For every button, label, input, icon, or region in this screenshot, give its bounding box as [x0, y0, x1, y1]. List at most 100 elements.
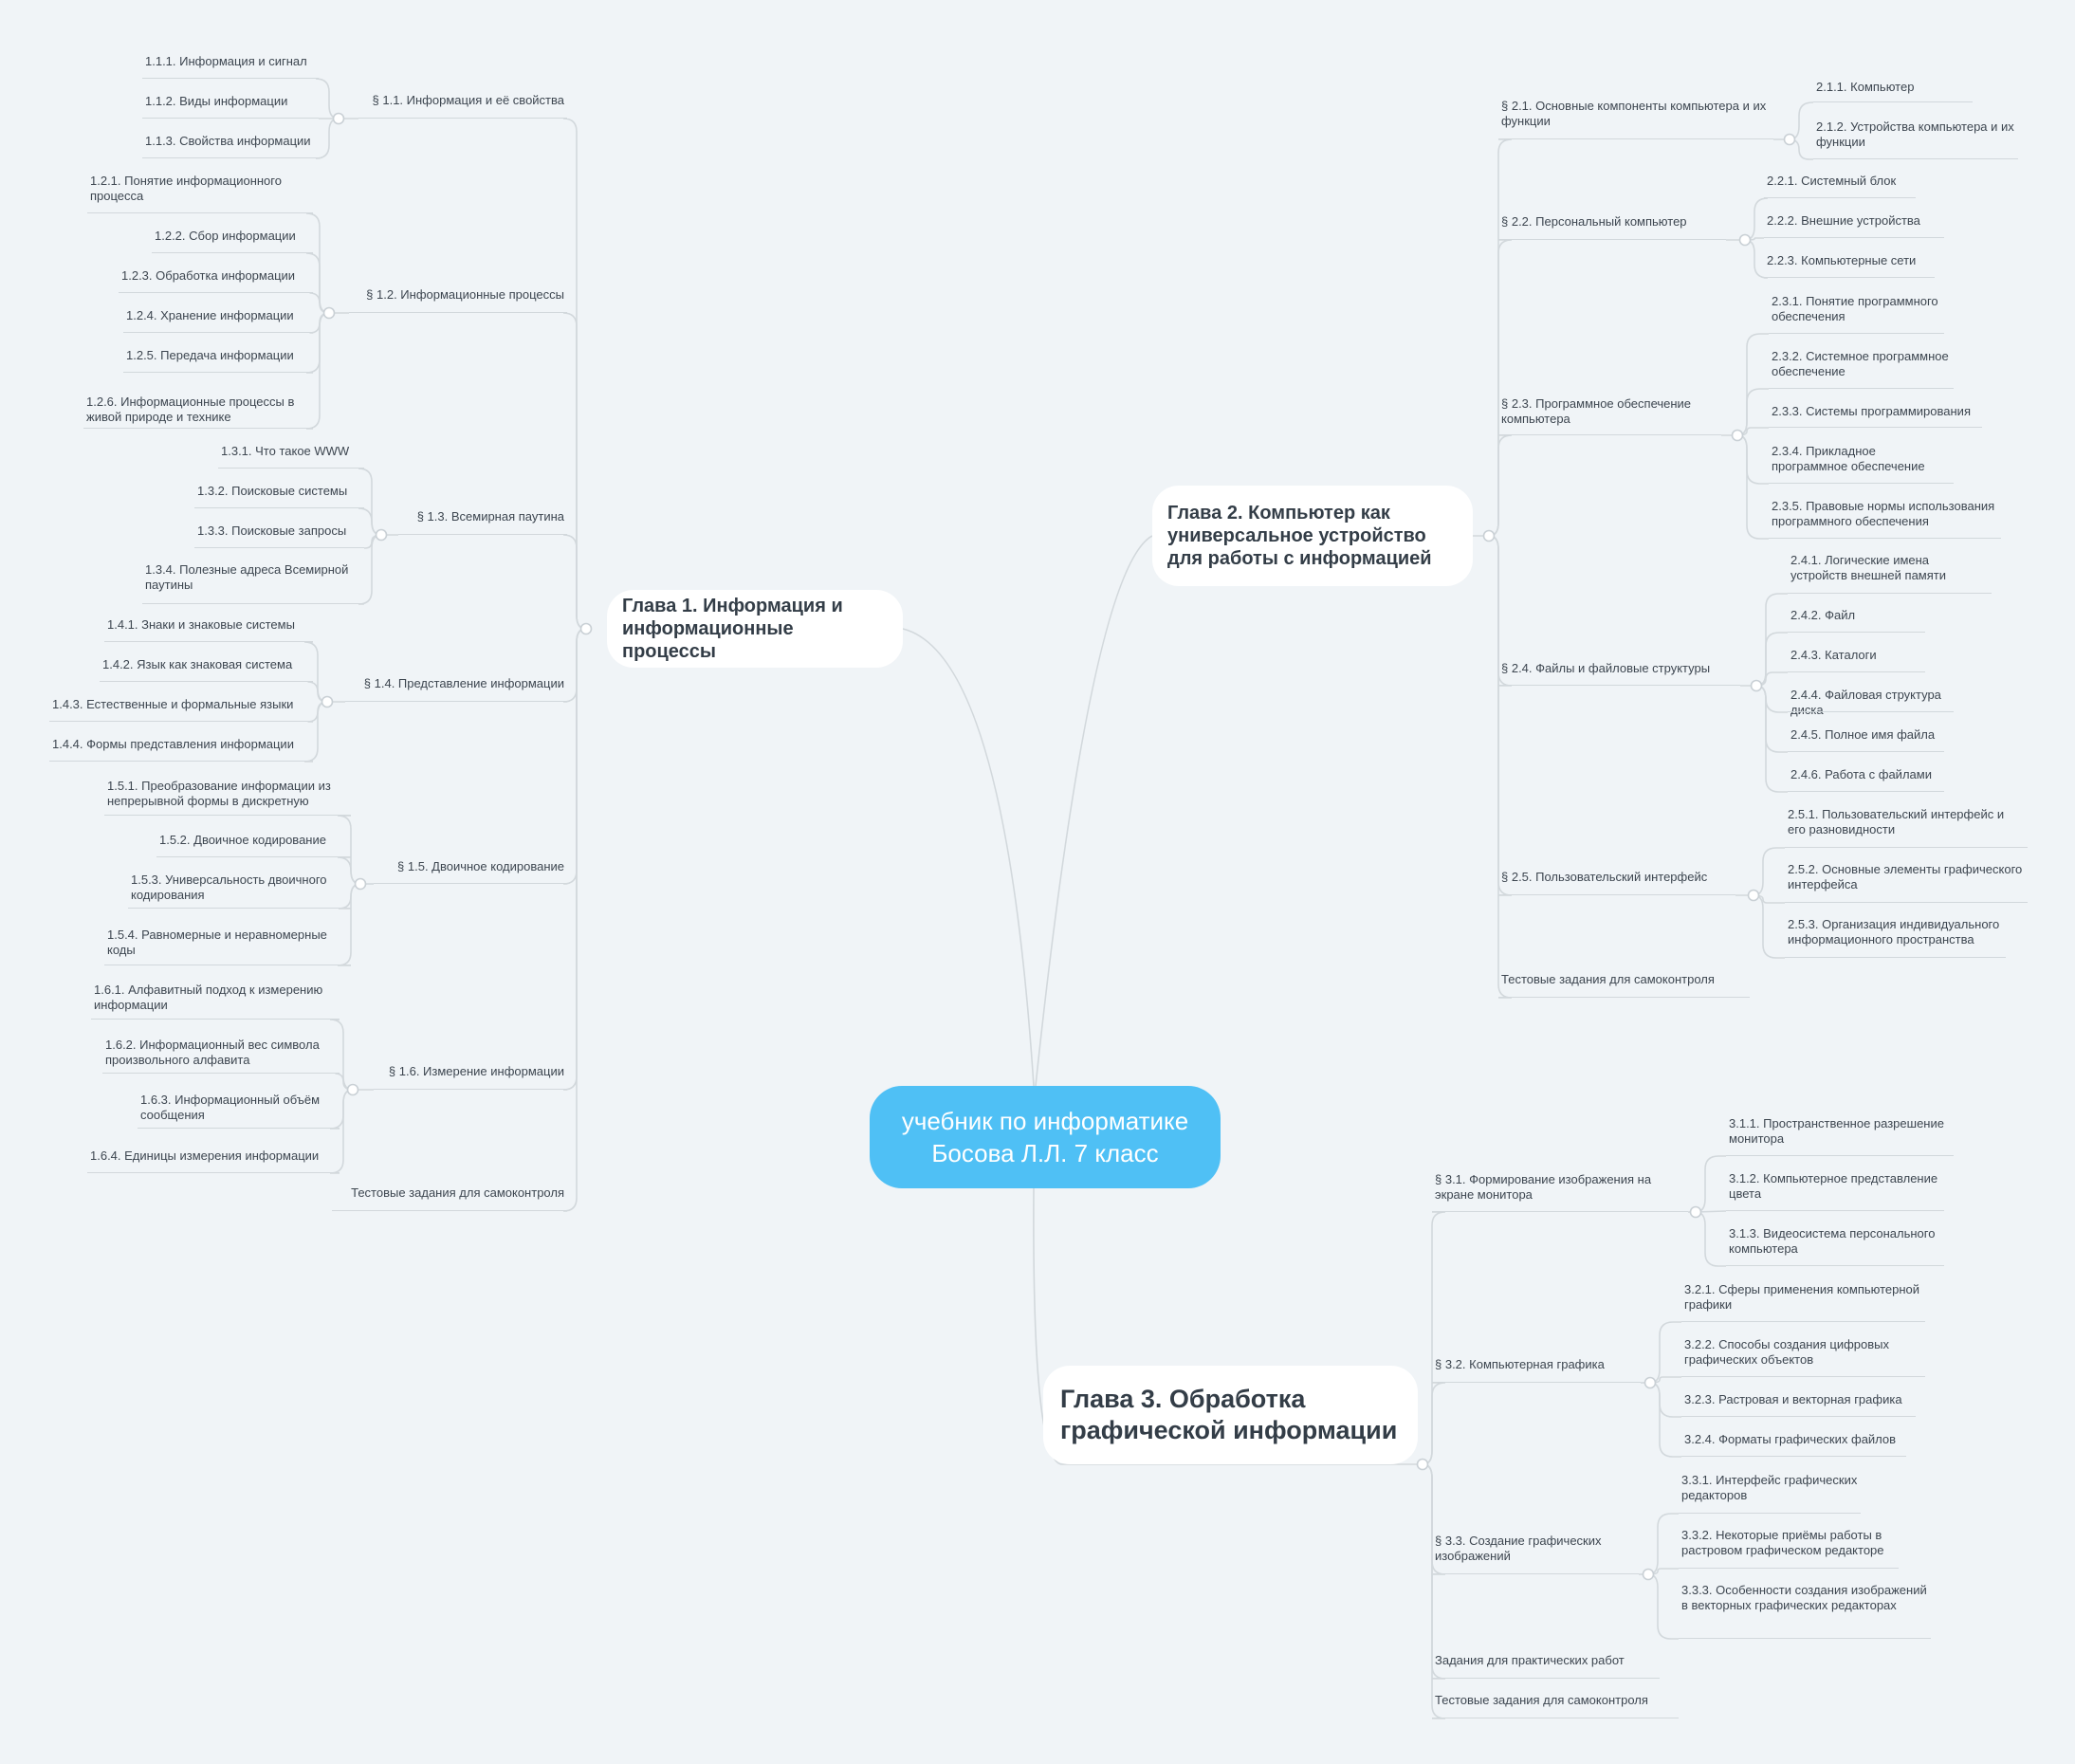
- chapter-3-collapse-toggle[interactable]: [1416, 1458, 1429, 1471]
- chapter-1-section-2[interactable]: § 1.2. Информационные процессы: [349, 287, 567, 313]
- chapter-3-section-4[interactable]: Задания для практических работ: [1432, 1653, 1660, 1679]
- chapter-3-section-1[interactable]: § 3.1. Формирование изображения на экран…: [1432, 1172, 1688, 1212]
- chapter-2-section-3[interactable]: § 2.3. Программное обеспечение компьютер…: [1498, 396, 1721, 435]
- chapter-1-subtopic[interactable]: 1.6.4. Единицы измерения информации: [87, 1148, 340, 1173]
- chapter-1-subtopic[interactable]: 1.3.2. Поисковые системы: [194, 484, 364, 508]
- section-collapse-toggle[interactable]: [1738, 233, 1752, 247]
- chapter-3-subtopic[interactable]: 3.2.4. Форматы графических файлов: [1681, 1432, 1906, 1457]
- chapter-1-subtopic[interactable]: 1.2.5. Передача информации: [123, 348, 313, 373]
- section-collapse-toggle[interactable]: [375, 528, 388, 542]
- chapter-1-subtopic[interactable]: 1.1.1. Информация и сигнал: [142, 54, 319, 79]
- chapter-2-section-5[interactable]: § 2.5. Пользовательский интерфейс: [1498, 870, 1735, 895]
- chapter-3-subtopic[interactable]: 3.3.1. Интерфейс графических редакторов: [1679, 1473, 1861, 1514]
- section-collapse-toggle[interactable]: [321, 695, 334, 708]
- chapter-2-subtopic[interactable]: 2.3.1. Понятие программного обеспечения: [1769, 294, 1944, 334]
- chapter-1-subtopic[interactable]: 1.2.3. Обработка информации: [119, 268, 313, 293]
- underline: [1681, 1321, 1925, 1322]
- chapter-1-subtopic[interactable]: 1.5.4. Равномерные и неравномерные коды: [104, 928, 351, 965]
- chapter-1-subtopic[interactable]: 1.1.3. Свойства информации: [142, 134, 319, 158]
- chapter-2-subtopic[interactable]: 2.3.2. Системное программное обеспечение: [1769, 349, 1954, 389]
- chapter-2-subtopic[interactable]: 2.4.5. Полное имя файла: [1788, 727, 1944, 752]
- chapter-1-section-5[interactable]: § 1.5. Двоичное кодирование: [374, 859, 567, 884]
- chapter-1-section-6[interactable]: § 1.6. Измерение информации: [374, 1064, 567, 1090]
- chapter-2-subtopic[interactable]: 2.3.3. Системы программирования: [1769, 404, 1982, 428]
- chapter-1-subtopic[interactable]: 1.4.2. Язык как знаковая система: [100, 657, 313, 682]
- chapter-2-subtopic[interactable]: 2.3.4. Прикладное программное обеспечени…: [1769, 444, 1954, 484]
- section-collapse-toggle[interactable]: [346, 1083, 359, 1096]
- chapter-3-subtopic[interactable]: 3.2.2. Способы создания цифровых графиче…: [1681, 1337, 1925, 1377]
- section-collapse-toggle[interactable]: [332, 112, 345, 125]
- underline: [1785, 847, 2028, 848]
- chapter-1-subtopic[interactable]: 1.4.1. Знаки и знаковые системы: [104, 617, 313, 642]
- section-collapse-toggle[interactable]: [354, 877, 367, 891]
- chapter-2-subtopic[interactable]: 2.4.2. Файл: [1788, 608, 1925, 633]
- chapter-3-section-3[interactable]: § 3.3. Создание графических изображений: [1432, 1534, 1639, 1574]
- chapter-1-subtopic[interactable]: 1.3.1. Что такое WWW: [218, 444, 364, 469]
- chapter-3-node[interactable]: Глава 3. Обработка графической информаци…: [1043, 1366, 1418, 1464]
- chapter-1-subtopic[interactable]: 1.6.1. Алфавитный подход к измерению инф…: [91, 983, 340, 1020]
- chapter-1-branch: [562, 628, 587, 1212]
- chapter-3-subtopic[interactable]: 3.2.1. Сферы применения компьютерной гра…: [1681, 1282, 1925, 1322]
- section-collapse-toggle[interactable]: [1747, 889, 1760, 902]
- chapter-2-subtopic[interactable]: 2.3.5. Правовые нормы использования прог…: [1769, 499, 2001, 539]
- chapter-3-subtopic[interactable]: 3.1.1. Пространственное разрешение монит…: [1726, 1116, 1954, 1156]
- chapter-3-subtopic[interactable]: 3.1.2. Компьютерное представление цвета: [1726, 1171, 1944, 1211]
- chapter-1-subtopic[interactable]: 1.2.2. Сбор информации: [152, 229, 313, 253]
- chapter-2-subtopic[interactable]: 2.2.2. Внешние устройства: [1764, 213, 1944, 238]
- chapter-2-subtopic[interactable]: 2.2.1. Системный блок: [1764, 174, 1916, 198]
- chapter-1-section-7[interactable]: Тестовые задания для самоконтроля: [332, 1185, 567, 1211]
- chapter-1-node[interactable]: Глава 1. Информация и информационные про…: [607, 590, 903, 668]
- chapter-2-subtopic[interactable]: 2.4.6. Работа с файлами: [1788, 767, 1944, 792]
- chapter-3-branch: [1422, 1463, 1446, 1719]
- chapter-2-subtopic[interactable]: 2.1.1. Компьютер: [1813, 80, 1973, 102]
- chapter-2-subtopic[interactable]: 2.4.3. Каталоги: [1788, 648, 1925, 672]
- chapter-1-section-1[interactable]: § 1.1. Информация и её свойства: [358, 93, 567, 119]
- central-topic[interactable]: учебник по информатике Босова Л.Л. 7 кла…: [870, 1086, 1221, 1188]
- section-collapse-toggle[interactable]: [1642, 1568, 1655, 1581]
- chapter-3-section-2[interactable]: § 3.2. Компьютерная графика: [1432, 1357, 1641, 1383]
- chapter-2-subtopic[interactable]: 2.5.1. Пользовательский интерфейс и его …: [1785, 807, 2028, 848]
- chapter-2-collapse-toggle[interactable]: [1482, 529, 1496, 542]
- section-collapse-toggle[interactable]: [1750, 679, 1763, 692]
- chapter-1-section-3[interactable]: § 1.3. Всемирная паутина: [398, 509, 567, 535]
- chapter-1-subtopic[interactable]: 1.3.3. Поисковые запросы: [194, 524, 364, 548]
- chapter-1-subtopic[interactable]: 1.5.1. Преобразование информации из непр…: [104, 779, 351, 816]
- chapter-2-subtopic[interactable]: 2.4.1. Логические имена устройств внешне…: [1788, 553, 1992, 594]
- chapter-2-section-6[interactable]: Тестовые задания для самоконтроля: [1498, 972, 1750, 998]
- section-collapse-toggle[interactable]: [1783, 133, 1796, 146]
- chapter-1-subtopic[interactable]: 1.2.4. Хранение информации: [123, 308, 313, 333]
- chapter-2-subtopic[interactable]: 2.2.3. Компьютерные сети: [1764, 253, 1935, 278]
- chapter-2-node[interactable]: Глава 2. Компьютер как универсальное уст…: [1152, 486, 1473, 586]
- chapter-1-subtopic[interactable]: 1.2.6. Информационные процессы в живой п…: [83, 395, 313, 429]
- chapter-1-subtopic[interactable]: 1.4.4. Формы представления информации: [49, 737, 313, 762]
- chapter-1-section-4[interactable]: § 1.4. Представление информации: [345, 676, 567, 702]
- chapter-1-subtopic[interactable]: 1.5.3. Универсальность двоичного кодиров…: [128, 873, 351, 909]
- section-collapse-toggle[interactable]: [1731, 429, 1744, 442]
- chapter-2-section-4[interactable]: § 2.4. Файлы и файловые структуры: [1498, 661, 1740, 686]
- chapter-2-section-2[interactable]: § 2.2. Персональный компьютер: [1498, 214, 1726, 240]
- chapter-2-subtopic[interactable]: 2.4.4. Файловая структура диска: [1788, 688, 1954, 717]
- chapter-1-subtopic-label: 1.2.6. Информационные процессы в живой п…: [86, 395, 295, 424]
- chapter-2-subtopic[interactable]: 2.5.3. Организация индивидуального инфор…: [1785, 917, 2006, 958]
- chapter-3-subtopic[interactable]: 3.2.3. Растровая и векторная графика: [1681, 1392, 1916, 1417]
- chapter-2-section-1[interactable]: § 2.1. Основные компоненты компьютера и …: [1498, 99, 1773, 139]
- chapter-1-subtopic[interactable]: 1.3.4. Полезные адреса Всемирной паутины: [142, 562, 364, 604]
- chapter-3-subtopic[interactable]: 3.3.2. Некоторые приёмы работы в растров…: [1679, 1528, 1899, 1569]
- chapter-1-subtopic[interactable]: 1.1.2. Виды информации: [142, 94, 319, 119]
- chapter-1-subtopic[interactable]: 1.4.3. Естественные и формальные языки: [49, 697, 313, 722]
- chapter-1-collapse-toggle[interactable]: [579, 622, 593, 635]
- underline: [1726, 1210, 1944, 1211]
- chapter-1-subtopic[interactable]: 1.5.2. Двоичное кодирование: [156, 833, 351, 857]
- chapter-1-subtopic[interactable]: 1.6.3. Информационный объём сообщения: [138, 1093, 340, 1129]
- chapter-1-subtopic[interactable]: 1.2.1. Понятие информационного процесса: [87, 174, 313, 213]
- section-collapse-toggle[interactable]: [1689, 1205, 1702, 1219]
- chapter-3-subtopic[interactable]: 3.3.3. Особенности создания изображений …: [1679, 1583, 1931, 1639]
- chapter-2-subtopic[interactable]: 2.1.2. Устройства компьютера и их функци…: [1813, 119, 2018, 159]
- section-collapse-toggle[interactable]: [1643, 1376, 1657, 1389]
- underline: [138, 1128, 340, 1129]
- chapter-3-subtopic[interactable]: 3.1.3. Видеосистема персонального компью…: [1726, 1226, 1944, 1266]
- chapter-3-section-5[interactable]: Тестовые задания для самоконтроля: [1432, 1693, 1679, 1718]
- chapter-2-subtopic[interactable]: 2.5.2. Основные элементы графического ин…: [1785, 862, 2028, 903]
- section-collapse-toggle[interactable]: [322, 306, 336, 320]
- chapter-1-subtopic[interactable]: 1.6.2. Информационный вес символа произв…: [102, 1038, 340, 1074]
